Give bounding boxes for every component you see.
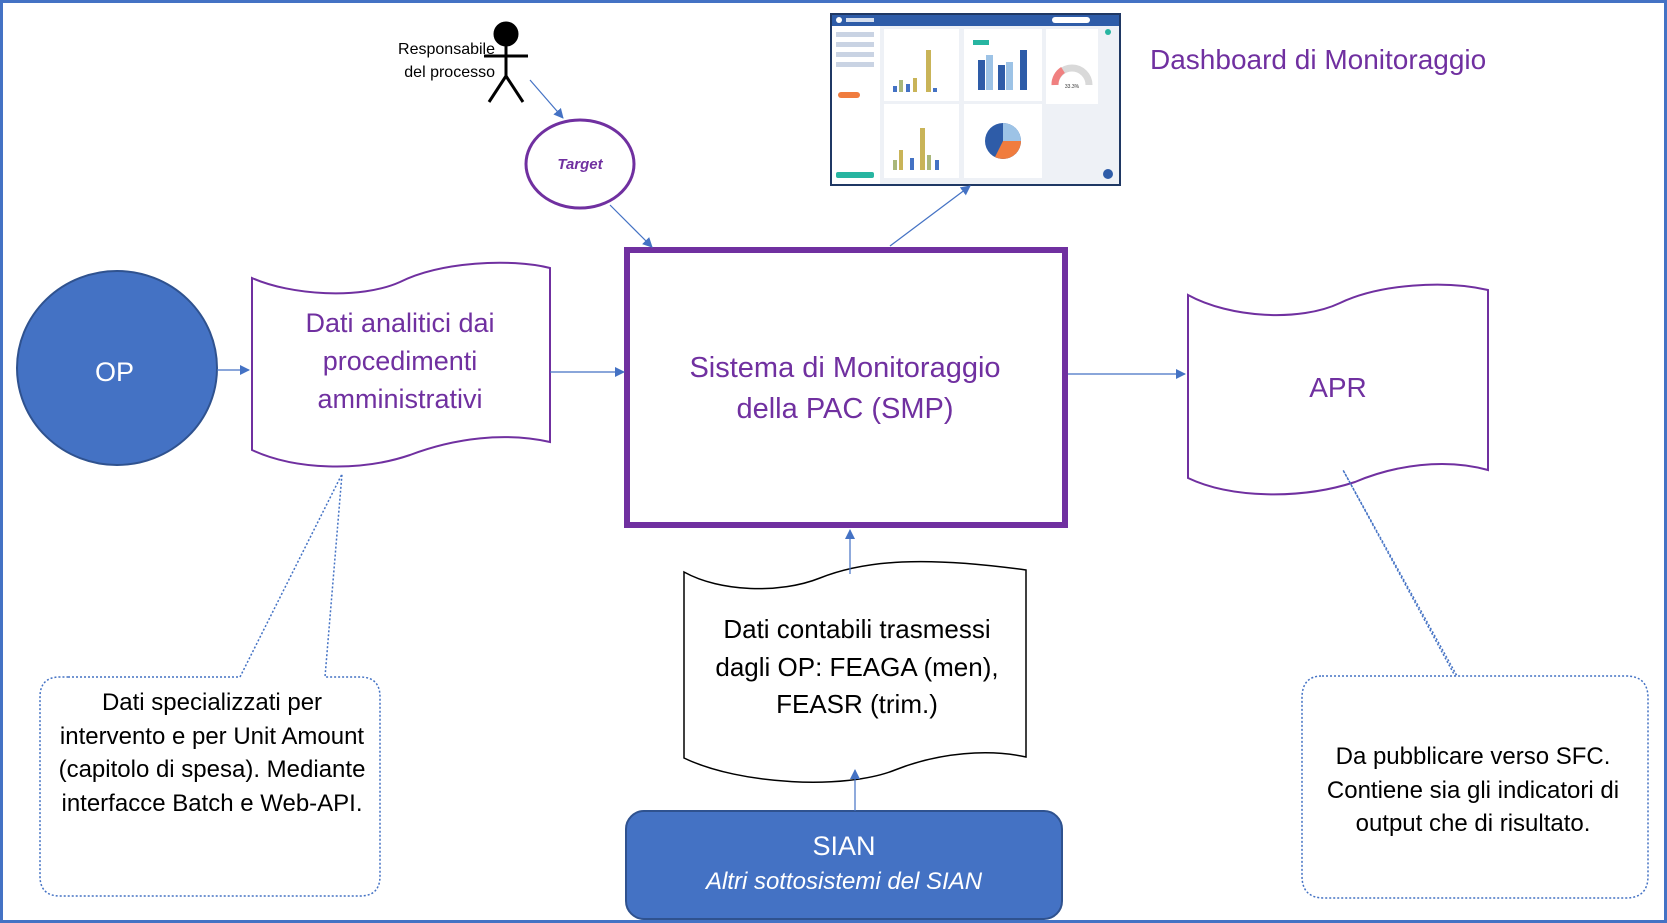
arrow-actor-to-target [529,79,564,119]
arrow-smp-to-dashboard [889,185,971,247]
dashboard-title: Dashboard di Monitoraggio [1150,44,1487,75]
dashboard-thumbnail: 33.3% [830,13,1121,186]
sian-box [625,810,1063,920]
smp-line1: Sistema di Monitoraggio [689,352,1001,384]
target-label: Target [557,156,603,173]
actor-label-line2: del processo [404,64,495,82]
dati-analitici-label: Dati analitici dai procedimenti amminist… [250,305,550,418]
arrow-target-to-smp [609,204,653,248]
dati-contabili-label: Dati contabili trasmessi dagli OP: FEAGA… [692,611,1022,724]
dati-analitici-line2: procedimenti [322,345,478,376]
dati-contabili-document [683,560,1027,783]
smp-line2: della PAC (SMP) [736,392,954,425]
apr-document [1187,283,1489,496]
op-label: OP [94,357,134,387]
actor-label: Responsabile del processo [345,38,495,84]
dashboard-gauge-value: 33.3% [1065,84,1080,90]
target-ellipse [524,118,636,210]
dati-analitici-line3: amministrativi [317,383,483,414]
callout-right-text: Da pubblicare verso SFC. Contiene sia gl… [1326,743,1620,838]
dati-contabili-line1: Dati contabili trasmessi [723,614,991,644]
smp-label: Sistema di Monitoraggio della PAC (SMP) [630,348,1060,429]
actor-icon [484,21,528,103]
op-circle [16,270,218,466]
dati-analitici-line1: Dati analitici dai [305,308,495,338]
callout-left-text: Dati specializzati per intervento e per … [58,689,366,817]
actor-label-line1: Responsabile [398,41,495,58]
dati-analitici-document [251,261,551,468]
callout-right-shape [1301,469,1649,899]
apr-label: APR [1309,372,1367,403]
sian-title: SIAN [812,831,876,861]
smp-box [624,247,1068,528]
sian-subtitle: Altri sottosistemi del SIAN [705,867,983,895]
callout-left-shape [39,473,381,897]
dati-contabili-line3: FEASR (trim.) [776,689,938,720]
dati-contabili-line2: dagli OP: FEAGA (men), [715,651,999,682]
sian-label: SIAN Altri sottosistemi del SIAN [626,830,1062,898]
